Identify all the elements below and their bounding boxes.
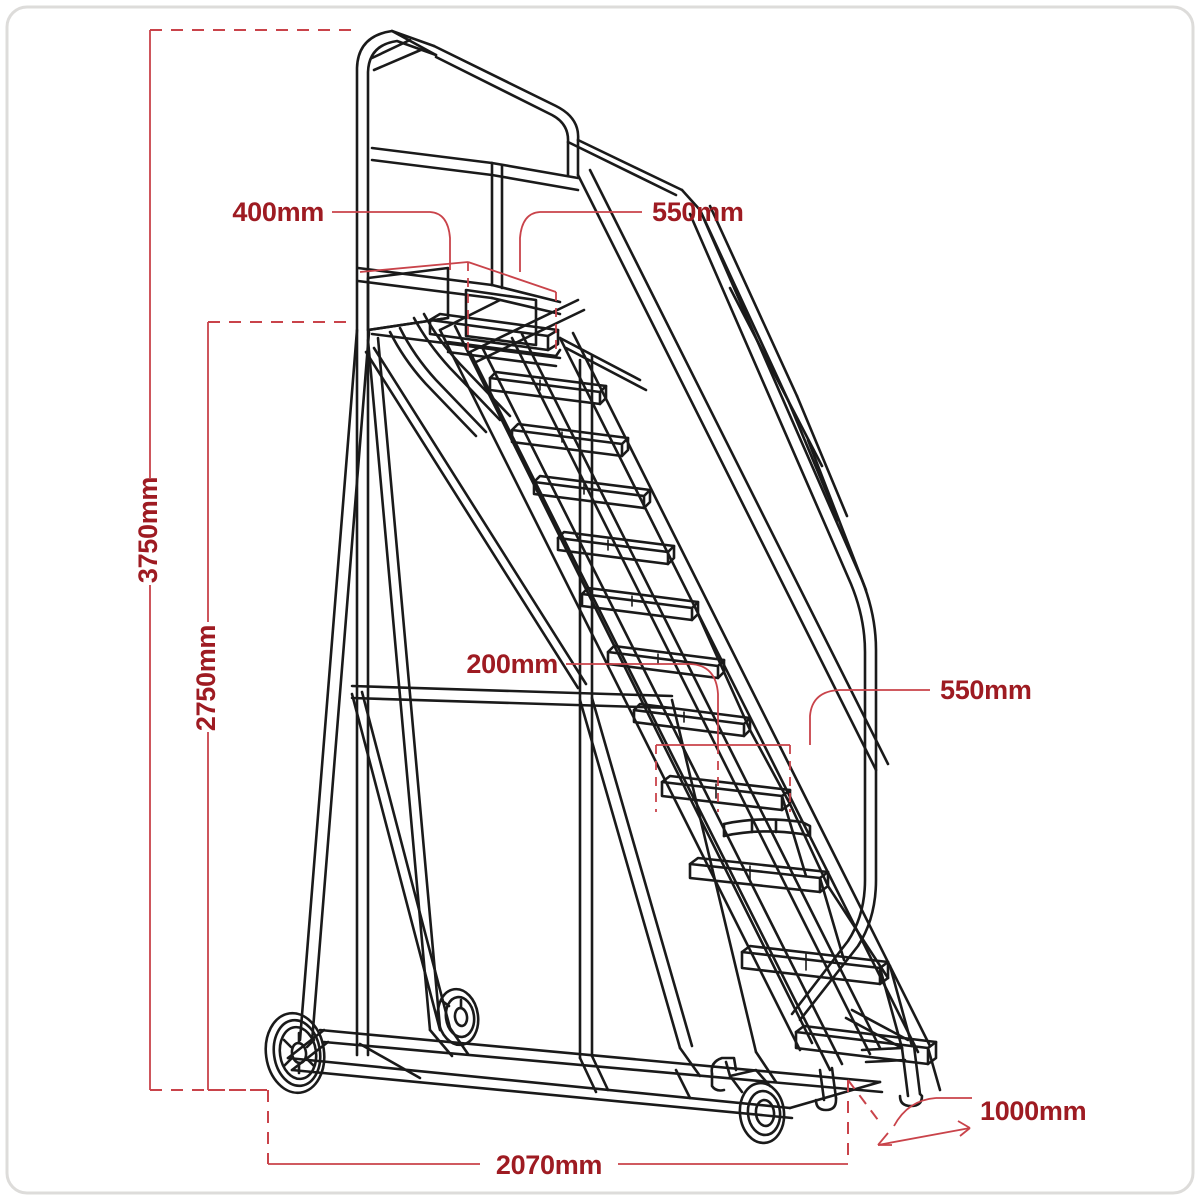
- dimension-arc: [893, 1097, 937, 1127]
- inner-stabiliser-foot: [814, 1066, 838, 1112]
- stair-stringer-inner: [438, 324, 814, 1052]
- dimension-leader-550mm-top: [519, 211, 642, 272]
- platform-dimension-drop-lines: [467, 262, 557, 356]
- dimension-span-400mm: [359, 261, 469, 273]
- rear-handrail-loop: [355, 29, 438, 1057]
- upper-right-guard-panel: [490, 138, 702, 212]
- ladder-illustration: [264, 29, 942, 1145]
- step-tread: [556, 530, 676, 566]
- front-stabiliser-foot: [844, 1008, 924, 1108]
- dimension-leader-400mm: [332, 211, 451, 270]
- dimension-platform-height: 2750mm: [191, 321, 352, 1091]
- dimension-overall-depth: 1000mm: [847, 1079, 1087, 1146]
- right-guard-bracing: [698, 204, 868, 592]
- dimension-label-1000mm: 1000mm: [980, 1096, 1086, 1126]
- step-nosing-details: [539, 379, 807, 971]
- dimension-leader-550mm-tread: [809, 689, 930, 745]
- dimension-label-2070mm: 2070mm: [496, 1150, 602, 1180]
- dimension-label-550mm-platform: 550mm: [652, 197, 744, 227]
- dimension-tread-width: 550mm: [809, 675, 1032, 745]
- step-tread: [510, 422, 630, 458]
- tread-dimension-box: [655, 744, 791, 812]
- dimension-tread-depth: 200mm: [466, 649, 719, 745]
- dimension-label-3750mm: 3750mm: [133, 477, 163, 583]
- dimension-overall-height: 3750mm: [133, 29, 360, 1091]
- handrail-diagonal-outer: [576, 168, 890, 772]
- rear-frame-diagonals: [350, 346, 758, 1054]
- dimension-label-2750mm: 2750mm: [191, 625, 221, 731]
- rear-wheel-left: [264, 1011, 326, 1095]
- step-tread: [532, 474, 652, 510]
- dimension-overall-length: 2070mm: [267, 1080, 849, 1180]
- dimension-line-angled: [877, 1127, 971, 1146]
- platform-underside-curve: [388, 312, 512, 438]
- right-toe-plate: [464, 288, 538, 347]
- dimension-annotations: 3750mm 2750mm 400mm 550mm: [133, 29, 1087, 1180]
- dimension-label-200mm: 200mm: [466, 649, 558, 679]
- dimension-span-550mm-top: [467, 261, 557, 293]
- side-rail-posts: [696, 612, 890, 980]
- upper-rear-guard-panel: [370, 146, 504, 290]
- dimension-platform-width: 400mm: [232, 197, 469, 273]
- front-caster: [710, 1056, 786, 1145]
- dimension-leader-200mm: [566, 663, 719, 745]
- step-tread: [488, 370, 608, 406]
- dimension-label-550mm-tread: 550mm: [940, 675, 1032, 705]
- rear-frame-cross-rail-upper: [350, 684, 674, 710]
- handrail-diagonal-mid: [510, 332, 882, 1056]
- dimension-extension-angled: [847, 1079, 879, 1121]
- dimension-arrow-end: [957, 1120, 971, 1137]
- dimension-arrow-start: [877, 1132, 892, 1146]
- platform-cross-brace: [438, 298, 648, 392]
- base-cross-members: [358, 1042, 692, 1100]
- lower-step-brackets: [780, 794, 942, 1092]
- dimension-platform-depth: 550mm: [467, 197, 744, 293]
- page-border: [5, 5, 1195, 1195]
- rear-wheel-right: [436, 987, 480, 1047]
- rear-frame-vertical: [578, 354, 594, 1060]
- dimension-label-400mm: 400mm: [232, 197, 324, 227]
